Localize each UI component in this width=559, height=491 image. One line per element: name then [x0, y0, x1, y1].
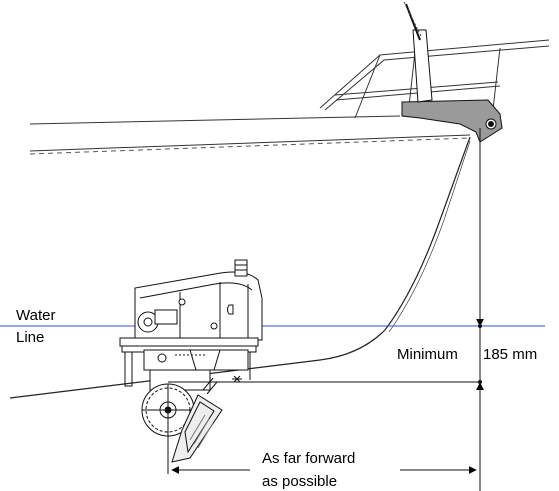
waterline-intersection-dot: [478, 324, 482, 328]
water-line-label-line2: Line: [16, 329, 44, 346]
forward-label-line2: as possible: [262, 473, 337, 490]
forward-label-line1: As far forward: [262, 450, 355, 467]
minimum-value-label: 185 mm: [483, 346, 537, 363]
hull-fixing-mark: [232, 375, 242, 383]
hull-bow-profile: [9, 136, 471, 399]
anchor-bow-roller: [401, 1, 503, 143]
forward-label-background: [250, 448, 400, 491]
propeller-drum: [141, 377, 223, 463]
windlass-unit: [119, 259, 263, 391]
hull-deck-lines: [29, 115, 471, 155]
minimum-label: Minimum: [397, 346, 458, 363]
water-line-label-line1: Water: [16, 307, 55, 324]
